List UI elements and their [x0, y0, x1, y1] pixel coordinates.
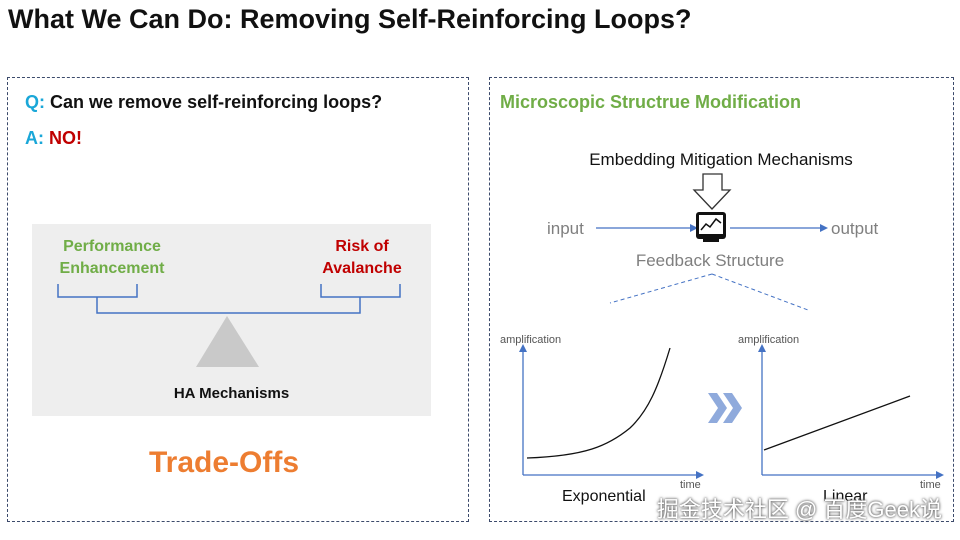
exponential-curve — [526, 347, 671, 459]
risk-label: Risk of Avalanche — [322, 238, 402, 277]
left-bracket — [57, 284, 138, 298]
answer: A: NO! — [25, 128, 82, 149]
embedding-label: Embedding Mitigation Mechanisms — [589, 150, 853, 169]
watermark: 掘金技术社区 @ 百度Geek说 — [656, 497, 942, 522]
fulcrum-triangle — [196, 316, 259, 367]
tradeoff-label: Trade-Offs — [148, 446, 300, 479]
right-bracket — [320, 284, 401, 298]
input-arrow-head — [690, 224, 698, 232]
balance-beam — [96, 297, 361, 314]
feedback-diagram — [519, 173, 944, 479]
question-text: Can we remove self-reinforcing loops? — [50, 92, 383, 112]
monitor-icon — [696, 212, 726, 242]
balance-diagram: Performance Enhancement Risk of Avalanch… — [32, 224, 431, 416]
zoom-line-left — [609, 273, 713, 304]
answer-text: NO! — [49, 128, 83, 148]
exp-ylabel: amplification — [500, 334, 562, 346]
structure-title: Microscopic Structrue Modification — [500, 92, 802, 112]
question: Q: Can we remove self-reinforcing loops? — [25, 92, 382, 113]
exponential-chart — [519, 344, 704, 479]
lin-ylabel: amplification — [738, 334, 800, 346]
question-prefix: Q: — [25, 92, 45, 112]
performance-label: Performance Enhancement — [59, 238, 165, 277]
zoom-line-right — [711, 273, 809, 311]
output-label: output — [831, 219, 879, 238]
down-arrow — [692, 173, 732, 210]
input-label: input — [547, 219, 584, 238]
structure-panel: Microscopic Structrue Modification Embed… — [489, 77, 954, 522]
balance-scale-graphic — [57, 284, 401, 367]
fulcrum-label: HA Mechanisms — [173, 385, 290, 402]
linear-line — [763, 395, 911, 451]
slide-title: What We Can Do: Removing Self-Reinforcin… — [8, 4, 692, 34]
lin-xlabel: time — [920, 479, 941, 491]
transition-chevrons-icon — [708, 393, 742, 423]
feedback-label: Feedback Structure — [635, 251, 785, 270]
linear-label: Linear — [823, 488, 868, 505]
answer-prefix: A: — [25, 128, 44, 148]
output-arrow-head — [820, 224, 828, 232]
exp-xlabel: time — [680, 479, 701, 491]
tradeoff-panel: Q: Can we remove self-reinforcing loops?… — [7, 77, 469, 522]
exponential-label: Exponential — [562, 488, 646, 505]
linear-chart — [758, 344, 944, 479]
